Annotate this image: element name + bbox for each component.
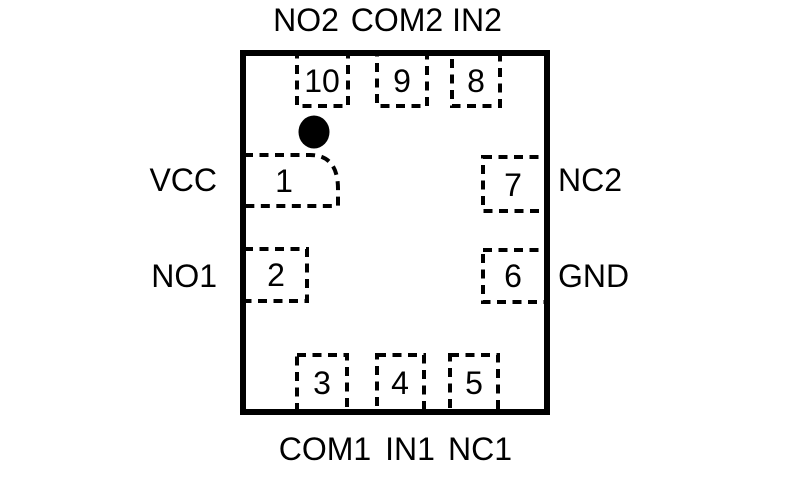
pin-1-number: 1: [275, 163, 293, 199]
pin-4-label-in1: IN1: [385, 431, 435, 467]
pin-2-number: 2: [267, 257, 285, 293]
pin-6-pad: [481, 248, 548, 304]
pin-7-pad: [481, 155, 548, 213]
pin-3-label-com1: COM1: [279, 431, 371, 467]
pin1-indicator-dot: [298, 115, 330, 149]
pin-8-number: 8: [467, 63, 485, 99]
pin-10-pad: [295, 52, 350, 108]
pin-4-number: 4: [391, 365, 409, 401]
pin-7-label-nc2: NC2: [558, 162, 622, 198]
chip-body: [240, 50, 550, 415]
pin-9-number: 9: [393, 63, 411, 99]
pin-5-number: 5: [465, 365, 483, 401]
pin-6-number: 6: [504, 258, 522, 294]
pin-5-label-nc1: NC1: [448, 431, 512, 467]
pin-9-pad: [375, 52, 429, 108]
pin-10-number: 10: [304, 63, 340, 99]
pin-9-label-com2: COM2: [351, 2, 443, 38]
pin-1-label-vcc: VCC: [149, 162, 217, 198]
pin-10-label-no2: NO2: [273, 2, 339, 38]
pin-3-number: 3: [313, 365, 331, 401]
pin-6-label-gnd: GND: [558, 258, 629, 294]
pin-1-pad: [244, 153, 340, 208]
pin-2-label-no1: NO1: [151, 258, 217, 294]
pin-8-label-in2: IN2: [452, 2, 502, 38]
pin-8-pad: [450, 52, 502, 108]
pin-7-number: 7: [504, 167, 522, 203]
